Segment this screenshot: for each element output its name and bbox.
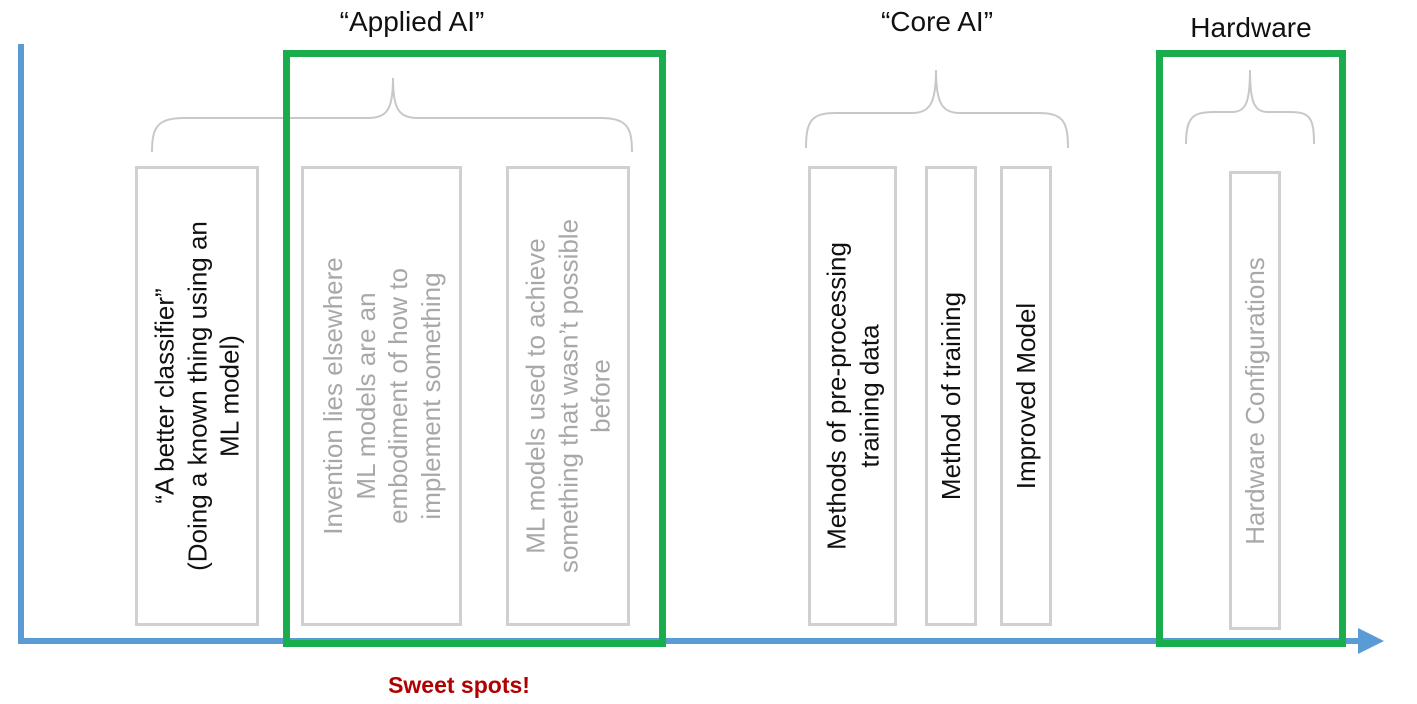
category-preprocessing: Methods of pre-processing training data: [808, 166, 897, 626]
bracket-core-ai: [805, 69, 1069, 149]
bracket-hardware: [1185, 69, 1315, 145]
category-label: “A better classifier” (Doing a known thi…: [148, 176, 246, 616]
category-improved-model: Improved Model: [1000, 166, 1052, 626]
category-line: Method of training: [935, 291, 966, 501]
category-line: (Doing a known thing using an: [181, 221, 212, 571]
category-line: Methods of pre-processing: [821, 242, 851, 550]
sweet-spots-callout: Sweet spots!: [388, 672, 530, 698]
highlight-hardware: [1156, 50, 1346, 647]
category-hardware-configurations: Hardware Configurations: [1229, 171, 1281, 630]
horizontal-axis: [18, 638, 1363, 644]
category-line: ML model): [214, 335, 245, 457]
bracket-applied-ai: [151, 77, 633, 153]
heading-hardware: Hardware: [1190, 12, 1312, 43]
category-label: Method of training: [935, 176, 968, 616]
category-better-classifier: “A better classifier” (Doing a known thi…: [135, 166, 259, 626]
category-invention-elsewhere: Invention lies elsewhere ML models are a…: [301, 166, 462, 626]
category-training-method: Method of training: [925, 166, 977, 626]
heading-applied-ai: “Applied AI”: [339, 6, 485, 37]
axis-arrow-icon: [1358, 628, 1384, 654]
highlight-applied-ai: [283, 50, 666, 647]
category-line: Improved Model: [1010, 302, 1041, 490]
category-line: training data: [853, 324, 884, 468]
heading-core-ai: “Core AI”: [880, 6, 994, 37]
category-new-capability: ML models used to achieve something that…: [506, 166, 630, 626]
vertical-axis: [18, 44, 24, 644]
category-label: Methods of pre-processing training data: [820, 176, 885, 616]
category-line: “A better classifier”: [149, 288, 180, 504]
category-label: Improved Model: [1010, 176, 1043, 616]
